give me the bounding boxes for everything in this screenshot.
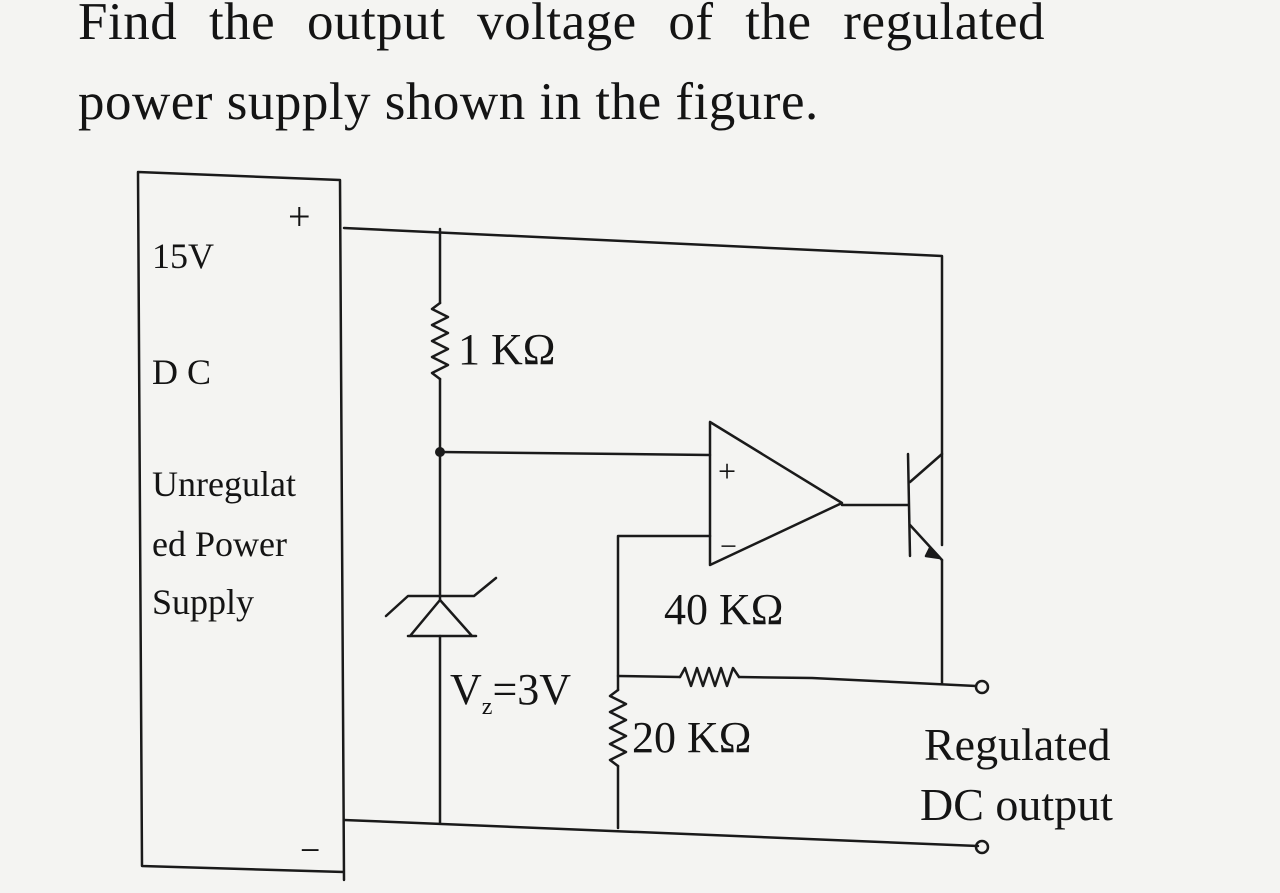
question-text: Find the output voltage of the regulated… — [78, 0, 1268, 142]
transistor-base-bar — [906, 452, 912, 558]
zener-value: =3V — [492, 665, 571, 714]
supply-name-1: Unregulat — [152, 464, 296, 504]
junction-dot — [435, 447, 445, 457]
supply-box — [136, 170, 346, 882]
supply-type: D C — [152, 352, 211, 392]
output-terminal-bottom — [974, 839, 990, 855]
wire-minus — [616, 534, 712, 692]
top-rail — [342, 226, 944, 547]
supply-minus-sign: − — [300, 830, 320, 870]
opamp-minus-label: − — [720, 530, 737, 563]
r-series-label: 1 KΩ — [458, 325, 555, 374]
output-terminal-top — [974, 679, 990, 695]
zener-letter: V — [450, 665, 482, 714]
transistor-arrow — [924, 546, 942, 560]
resistor-20k — [608, 688, 628, 768]
supply-name-3: Supply — [152, 582, 254, 622]
supply-voltage: 15V — [152, 236, 214, 276]
output-label-1: Regulated — [924, 719, 1111, 770]
opamp-triangle — [708, 420, 844, 567]
output-label-2: DC output — [920, 779, 1113, 830]
supply-name-2: ed Power — [152, 524, 287, 564]
question-line-2: power supply shown in the figure. — [78, 73, 819, 131]
r-feedback-label: 40 KΩ — [664, 585, 783, 634]
supply-plus-sign: + — [288, 194, 311, 239]
r-ground-label: 20 KΩ — [632, 713, 751, 762]
transistor-collector — [908, 452, 944, 484]
zener-subscript: z — [482, 694, 493, 720]
zener-label: Vz=3V — [450, 665, 571, 720]
bottom-rail — [342, 818, 980, 848]
wire-40k-left — [616, 674, 682, 679]
wire-node-plus — [438, 450, 712, 457]
resistor-40k — [678, 666, 741, 688]
opamp-plus-label: + — [718, 453, 736, 489]
zener-diode — [384, 576, 498, 638]
wire-40k-right — [737, 675, 978, 688]
question-line-1: Find the output voltage of the regulated — [78, 0, 1045, 51]
resistor-1k — [430, 301, 450, 381]
